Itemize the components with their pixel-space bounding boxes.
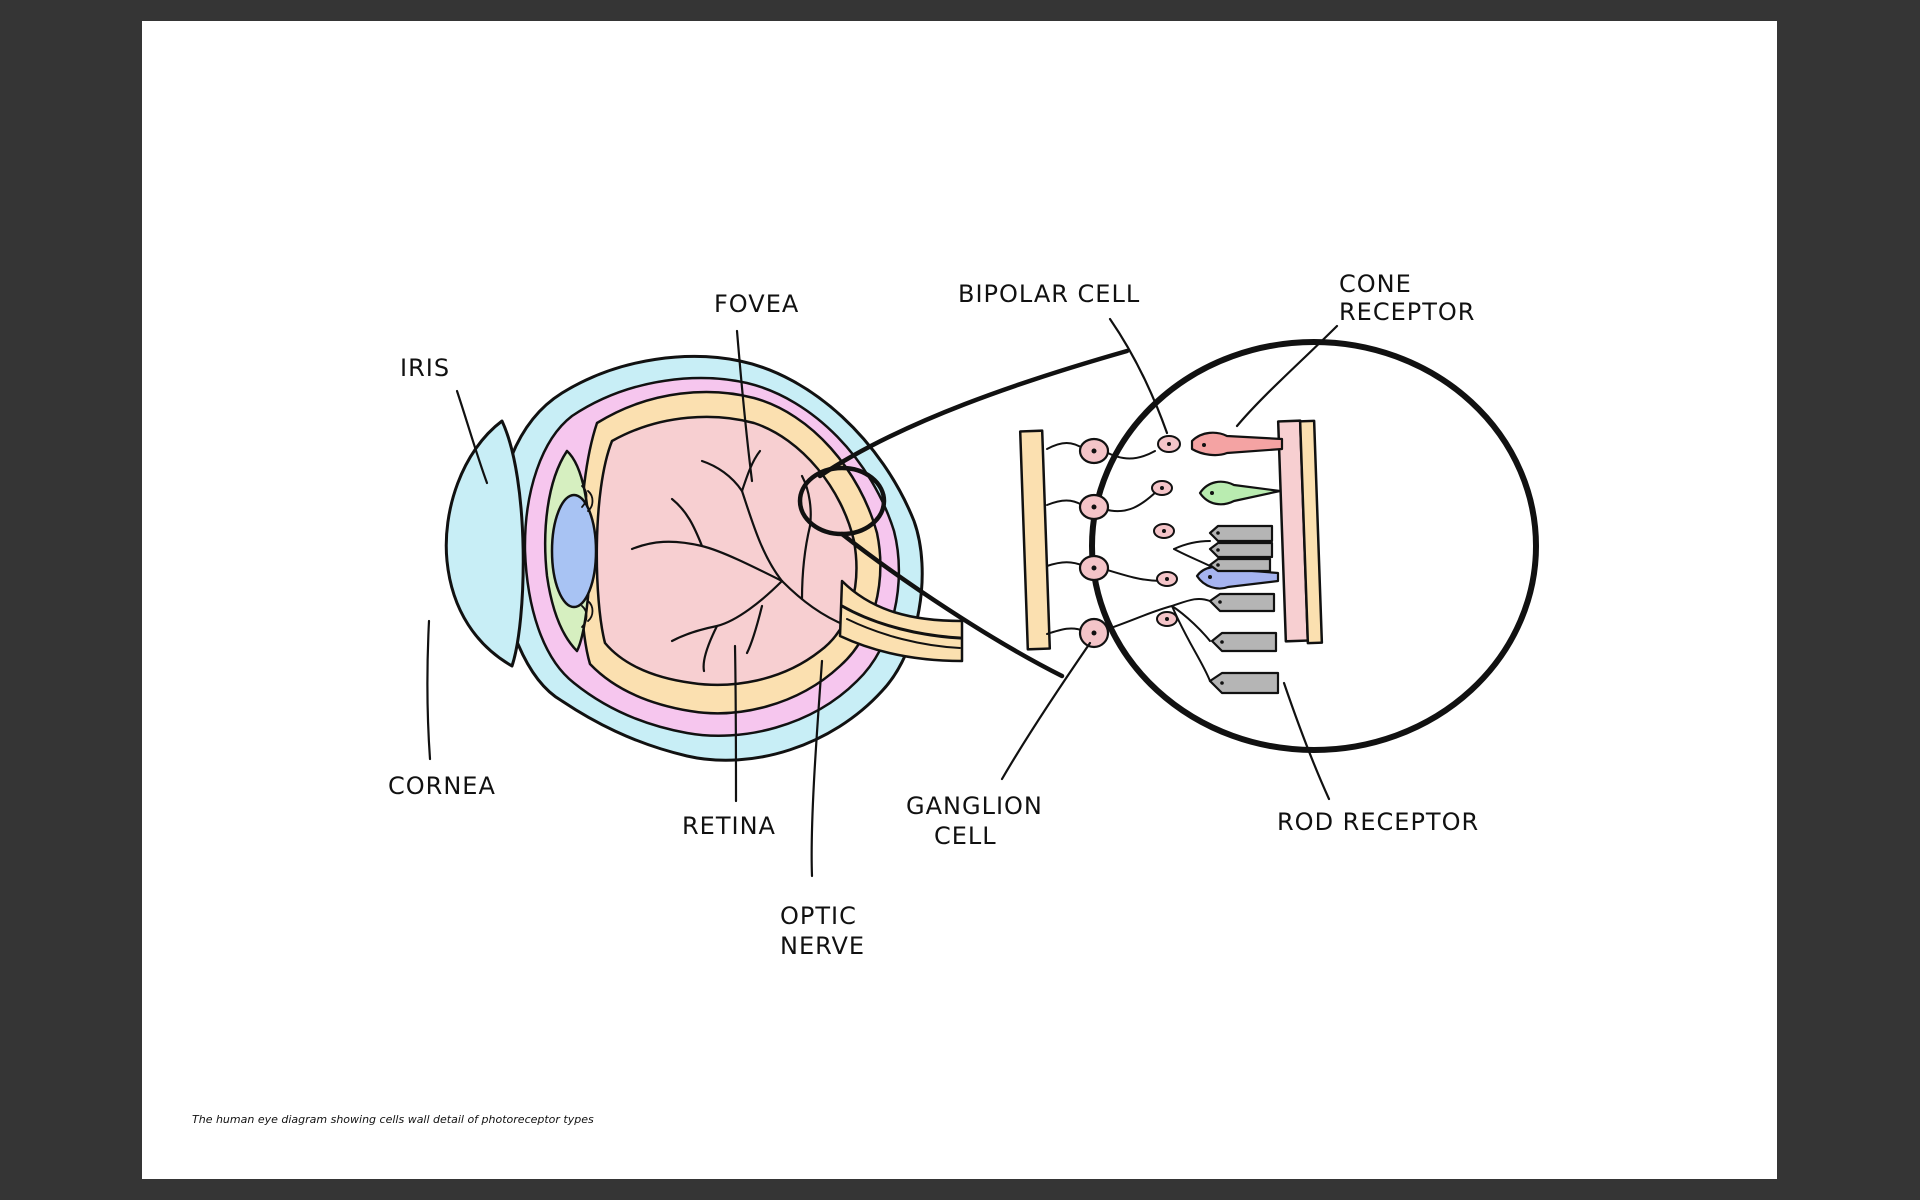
cone-receptor-red [1190, 431, 1284, 457]
leader-optic-nerve [810, 659, 824, 878]
diagram-canvas: FOVEA IRIS CORNEA RETINA OPTIC NERVE BIP… [142, 21, 1777, 1179]
eyeball [444, 354, 964, 762]
cone-receptor-green [1198, 480, 1282, 506]
leader-lines [426, 317, 1339, 878]
cornea-shape [444, 419, 525, 668]
cone-receptor-blue [1195, 565, 1280, 590]
label-cone-receptor-line1: CONE [1339, 270, 1412, 298]
rod-receptors [1208, 524, 1280, 695]
label-bipolar-cell: BIPOLAR CELL [958, 280, 1141, 308]
leader-iris [455, 389, 489, 485]
figure-caption: The human eye diagram showing cells wall… [192, 1113, 594, 1126]
leader-cornea [426, 619, 432, 761]
label-cone-receptor-line2: RECEPTOR [1339, 298, 1476, 326]
lens [550, 493, 598, 609]
label-fovea: FOVEA [714, 290, 800, 318]
ciliary-fibres [581, 485, 594, 628]
label-ganglion-cell-line1: GANGLION [906, 792, 1043, 820]
eye-diagram [426, 317, 1539, 878]
leader-fovea [735, 329, 754, 483]
inner-wall [1018, 429, 1052, 651]
leader-rod-receptor [1282, 681, 1331, 801]
label-ganglion-cell-line2: CELL [934, 822, 997, 850]
optic-nerve [838, 579, 964, 663]
label-rod-receptor: ROD RECEPTOR [1277, 808, 1480, 836]
leader-cone-receptor [1235, 324, 1339, 428]
label-optic-nerve-line1: OPTIC [780, 902, 857, 930]
outer-wall-yellow [1298, 419, 1324, 645]
vitreous-body [595, 415, 858, 687]
label-cornea: CORNEA [388, 772, 496, 800]
magnifier [797, 339, 1539, 753]
label-iris: IRIS [400, 354, 451, 382]
label-optic-nerve-line2: NERVE [780, 932, 866, 960]
leader-bipolar-cell [1108, 317, 1169, 435]
zoom-connector-bottom [839, 531, 1065, 679]
leader-retina [733, 644, 738, 803]
label-retina: RETINA [682, 812, 776, 840]
leader-ganglion-cell [1000, 641, 1092, 781]
zoom-connector-top [817, 348, 1130, 479]
